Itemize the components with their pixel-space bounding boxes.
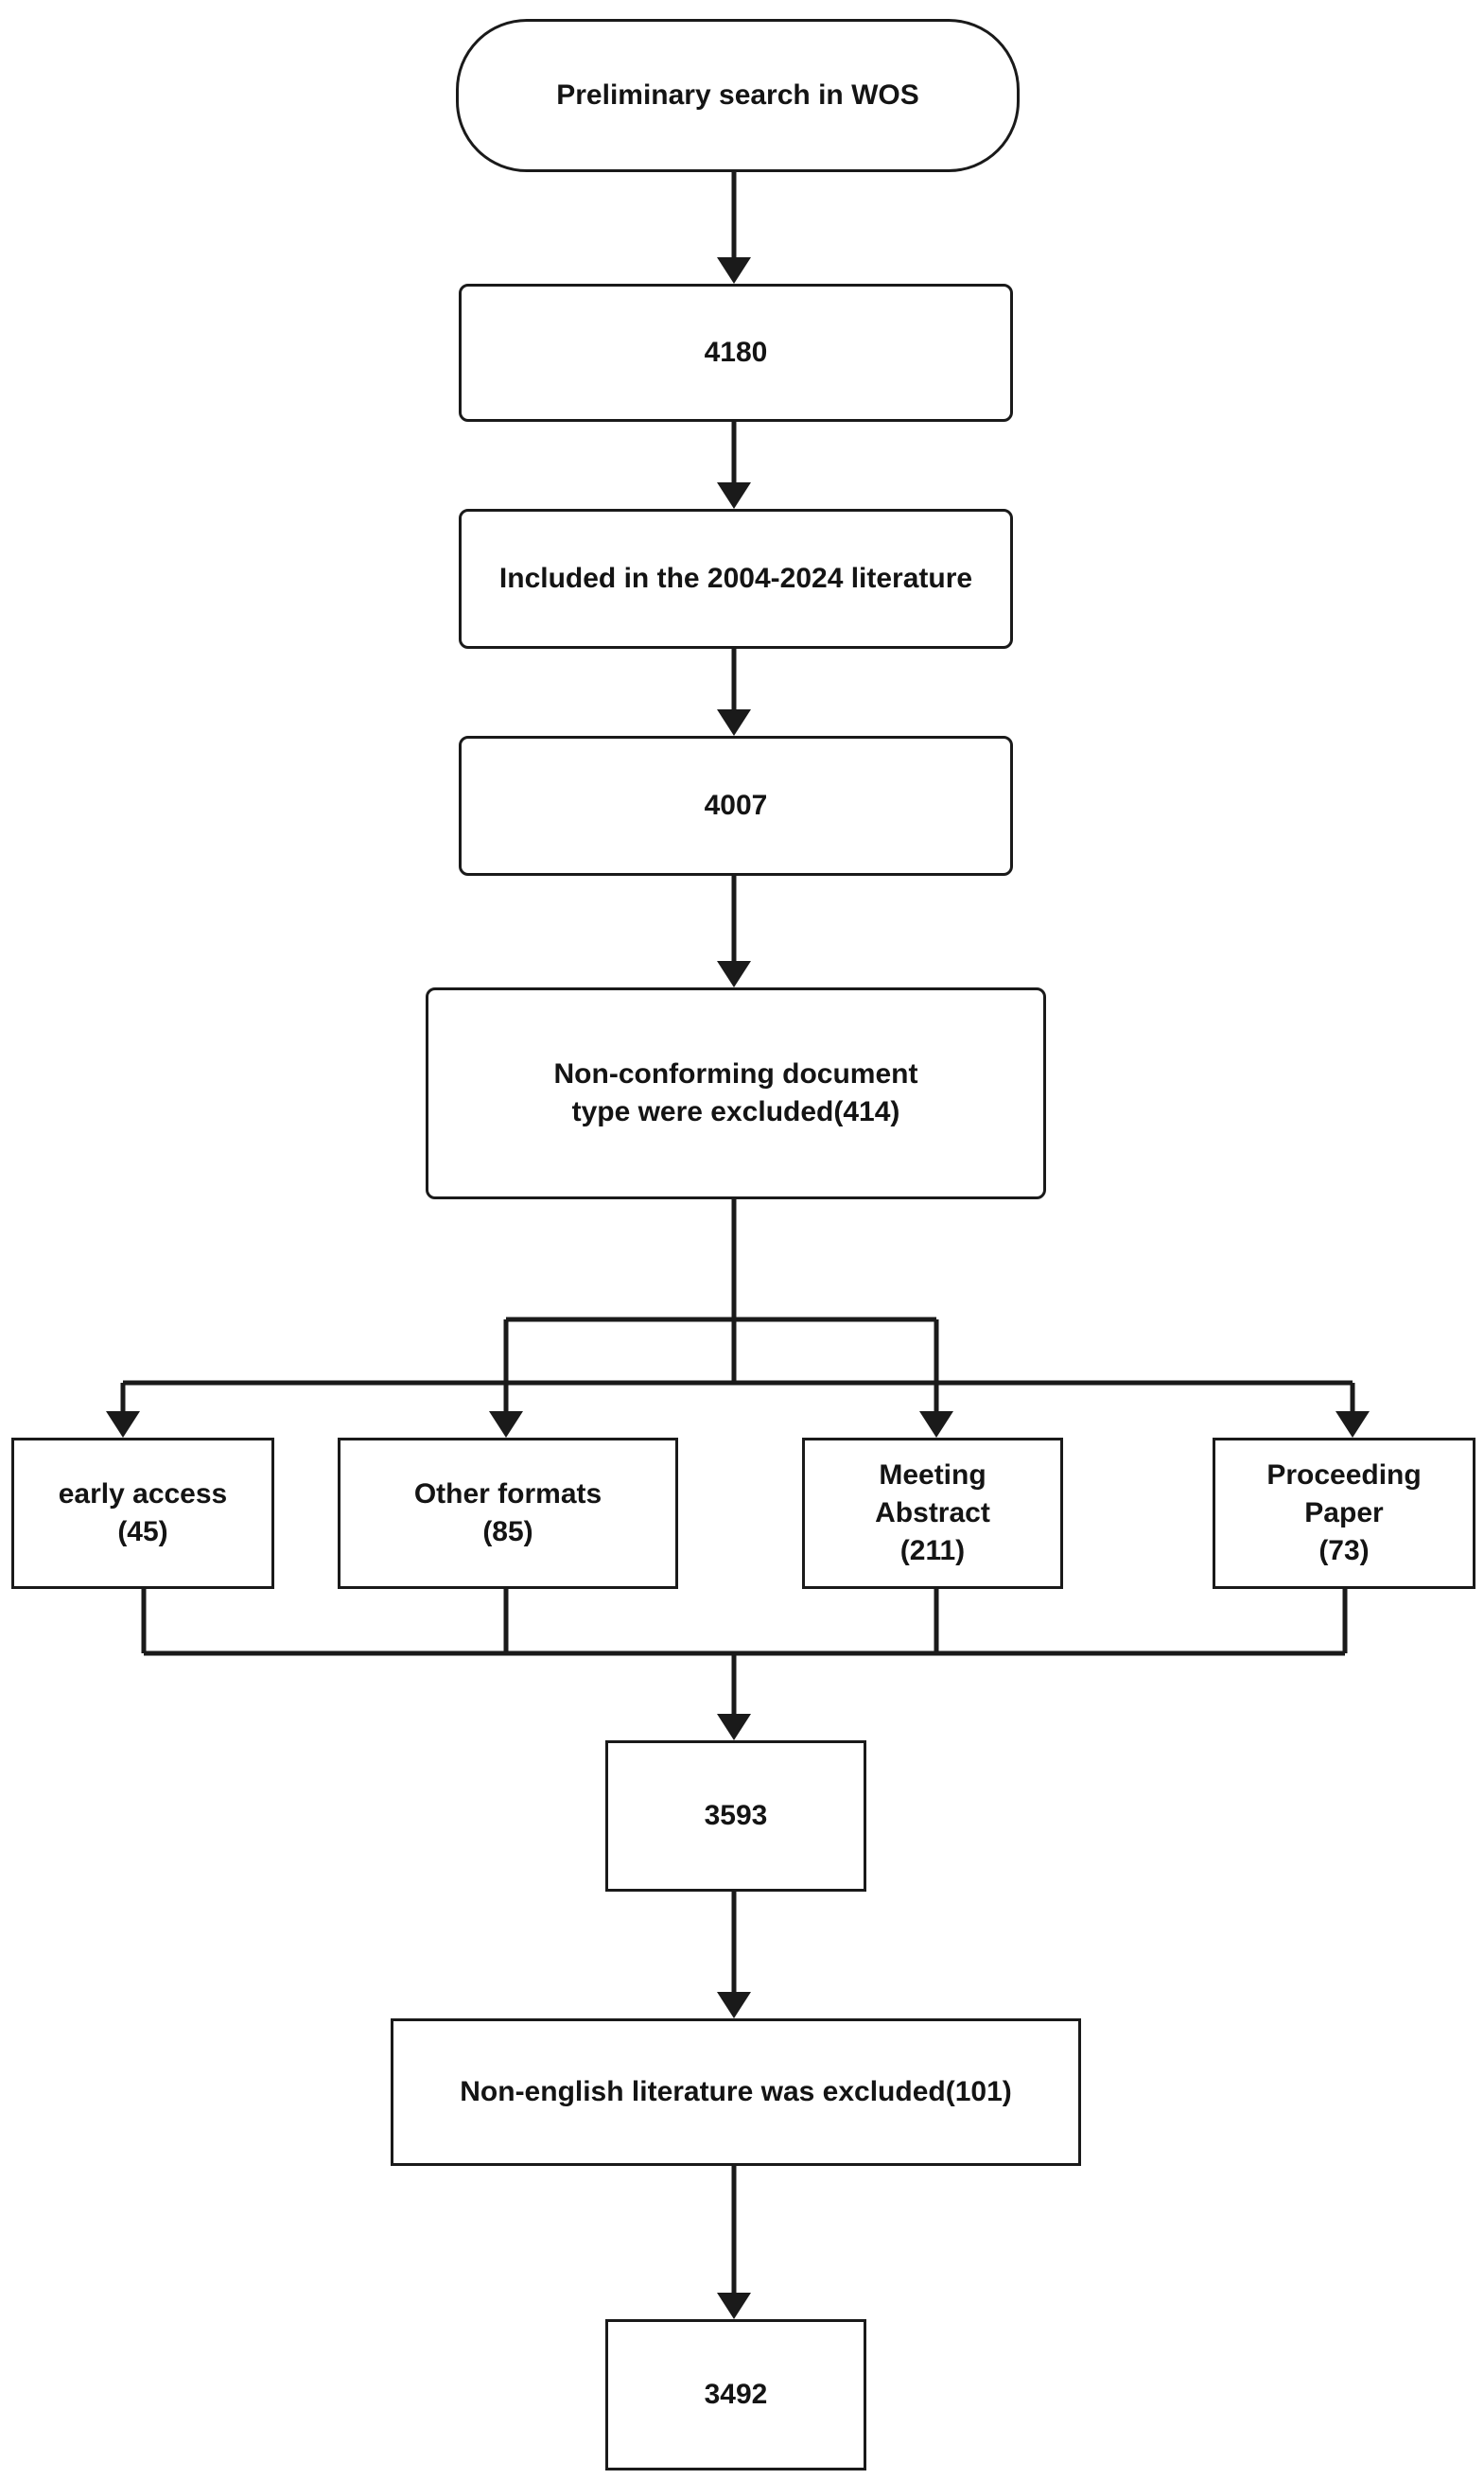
arrowhead-6 — [717, 1992, 751, 2018]
node-date-filter: Included in the 2004-2024 literature — [459, 509, 1013, 649]
node-proceeding-paper-line-2: Paper — [1304, 1497, 1384, 1528]
arrowhead-7 — [717, 2293, 751, 2319]
node-other-formats: Other formats (85) — [338, 1438, 678, 1589]
arrowhead-4 — [717, 961, 751, 987]
node-other-formats-line-1: Other formats — [413, 1478, 602, 1510]
node-count-after-date-label: 4007 — [704, 790, 768, 821]
node-count-after-type-label: 3593 — [704, 1800, 768, 1831]
node-other-formats-line-2: (85) — [482, 1516, 533, 1547]
arrowhead-2 — [717, 482, 751, 509]
arrowhead-1 — [717, 257, 751, 284]
node-preliminary-search: Preliminary search in WOS — [456, 19, 1020, 172]
node-language-exclusion-label: Non-english literature was excluded(101) — [460, 2076, 1012, 2107]
node-language-exclusion: Non-english literature was excluded(101) — [391, 2018, 1081, 2166]
node-proceeding-paper-line-3: (73) — [1318, 1535, 1370, 1566]
node-type-exclusion-line-2: type were excluded(414) — [571, 1096, 900, 1127]
node-count-after-type: 3593 — [605, 1740, 866, 1892]
node-early-access-line-2: (45) — [117, 1516, 168, 1547]
node-count-final-label: 3492 — [704, 2379, 768, 2410]
node-count-after-date: 4007 — [459, 736, 1013, 876]
node-meeting-abstract-line-2: Abstract — [875, 1497, 990, 1528]
arrowhead-b4 — [1336, 1411, 1370, 1438]
node-date-filter-label: Included in the 2004-2024 literature — [498, 563, 973, 594]
arrowhead-3 — [717, 709, 751, 736]
node-meeting-abstract-line-1: Meeting — [879, 1459, 986, 1491]
node-proceeding-paper: Proceeding Paper (73) — [1213, 1438, 1475, 1589]
node-count-initial-label: 4180 — [704, 337, 768, 368]
node-early-access: early access (45) — [11, 1438, 274, 1589]
arrowhead-b1 — [106, 1411, 140, 1438]
node-preliminary-search-label: Preliminary search in WOS — [556, 79, 919, 111]
arrowhead-5 — [717, 1714, 751, 1740]
arrowhead-b2 — [489, 1411, 523, 1438]
arrowhead-b3 — [919, 1411, 953, 1438]
node-meeting-abstract-line-3: (211) — [899, 1535, 966, 1566]
node-count-final: 3492 — [605, 2319, 866, 2470]
node-type-exclusion: Non-conforming document type were exclud… — [426, 987, 1046, 1199]
node-meeting-abstract: Meeting Abstract (211) — [802, 1438, 1063, 1589]
node-type-exclusion-line-1: Non-conforming document — [553, 1058, 918, 1090]
node-count-initial: 4180 — [459, 284, 1013, 422]
node-early-access-line-1: early access — [58, 1478, 228, 1510]
node-proceeding-paper-line-1: Proceeding — [1266, 1459, 1422, 1491]
